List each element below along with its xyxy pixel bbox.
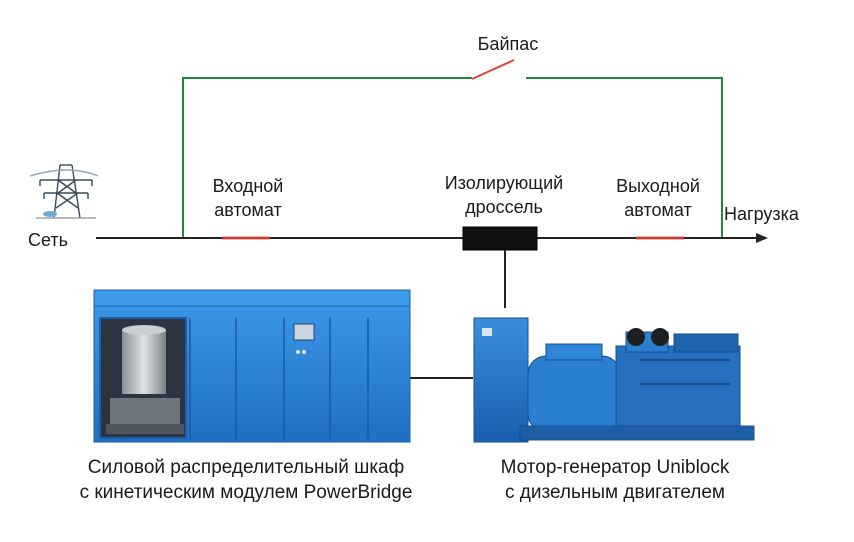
output-breaker-label-line1: Выходной (616, 176, 700, 196)
power-cabinet-image (93, 289, 411, 443)
choke-label-line1: Изолирующий (444, 173, 564, 193)
generator-caption-line1: Мотор-генератор Uniblock (500, 457, 730, 478)
choke-label: Изолирующий дроссель (426, 171, 582, 219)
output-breaker-label-line2: автомат (624, 200, 692, 220)
bypass-label: Байпас (477, 34, 539, 54)
power-tower-icon (29, 164, 99, 219)
generator-caption-line2: с дизельным двигателем (505, 482, 725, 503)
grid-label: Сеть (28, 230, 69, 250)
choke-label-line2: дроссель (465, 197, 543, 217)
cabinet-caption-line1: Силовой распределительный шкаф (87, 457, 405, 478)
cabinet-caption: Силовой распределительный шкаф с кинетич… (48, 455, 444, 505)
generator-caption: Мотор-генератор Uniblock с дизельным дви… (470, 455, 760, 505)
input-breaker-label-line1: Входной (212, 176, 284, 196)
output-breaker-label: Выходной автомат (600, 174, 716, 222)
cabinet-caption-line2: с кинетическим модулем PowerBridge (79, 482, 413, 503)
input-breaker-label-line2: автомат (214, 200, 282, 220)
motor-generator-image (473, 317, 755, 443)
load-label: Нагрузка (724, 204, 799, 224)
bypass-line (182, 77, 723, 238)
bypass-switch (471, 59, 515, 80)
input-breaker-label: Входной автомат (196, 174, 300, 222)
isolating-choke (462, 226, 538, 251)
